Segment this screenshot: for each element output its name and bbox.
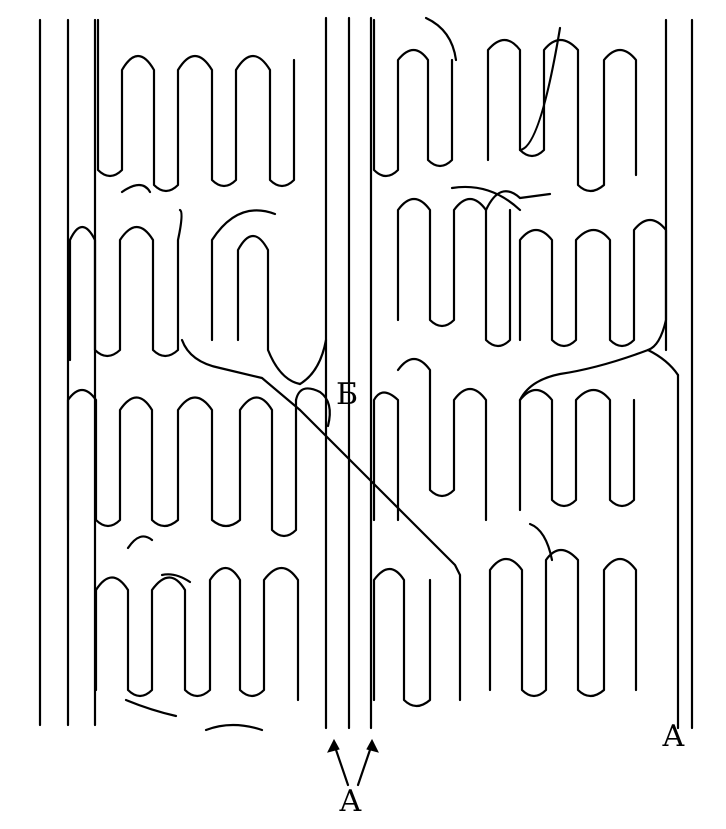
diagonal-line bbox=[180, 338, 462, 702]
label-b: Б bbox=[336, 377, 359, 412]
meander-right-row4 bbox=[372, 522, 638, 708]
label-a-bottom: А bbox=[339, 784, 362, 819]
left-straight-lines bbox=[38, 18, 97, 727]
meander-left-row1 bbox=[96, 18, 296, 194]
meander-left-row4 bbox=[94, 566, 300, 732]
arrowhead-right-icon bbox=[366, 738, 379, 753]
label-a-right: А bbox=[662, 719, 685, 754]
center-straight-lines bbox=[324, 16, 373, 730]
arrowhead-left-icon bbox=[327, 738, 340, 753]
right-straight-lines bbox=[664, 18, 694, 730]
meander-left-row2 bbox=[68, 208, 328, 386]
meander-right-row1 bbox=[372, 16, 638, 193]
meander-right-row2 bbox=[396, 185, 668, 352]
arrows-to-label-a bbox=[327, 738, 379, 787]
meander-right-row3 bbox=[372, 348, 680, 522]
meander-left-row3 bbox=[66, 387, 331, 550]
